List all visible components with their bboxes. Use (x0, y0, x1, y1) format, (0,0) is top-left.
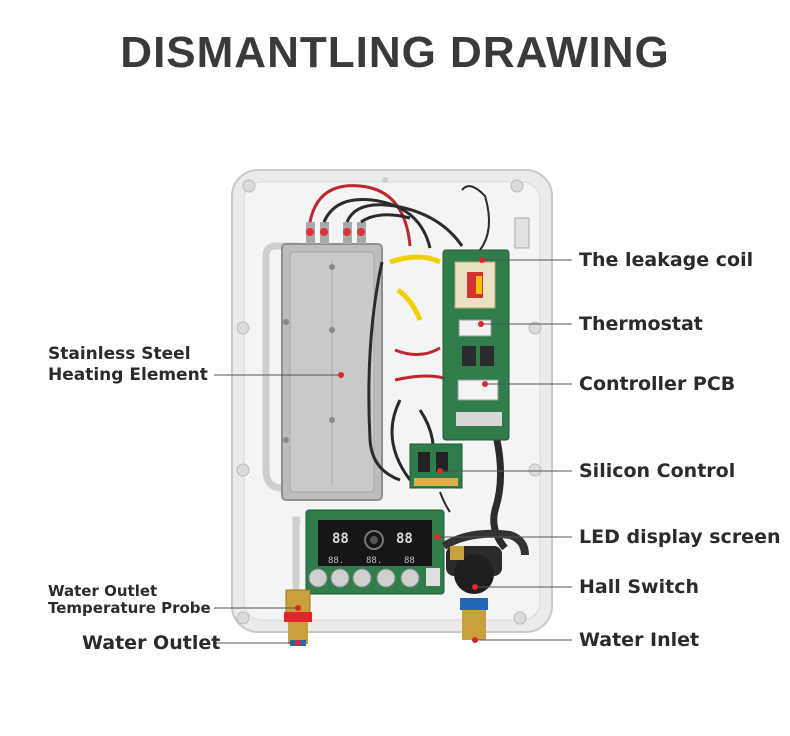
label-water-outlet: Water Outlet (82, 632, 221, 654)
label-thermostat: Thermostat (579, 313, 703, 335)
hall-switch (446, 546, 502, 594)
page-title: DISMANTLING DRAWING (120, 28, 670, 77)
display-left-digits: 88 (332, 531, 349, 547)
controller-pcb-board (442, 249, 510, 441)
heater-terminals (306, 222, 366, 244)
display-board (305, 509, 529, 595)
heating-element (281, 243, 383, 501)
display-bottom-right-digits: 88 (404, 556, 415, 566)
display-bottom-mid-digits: 88. (366, 556, 382, 566)
display-bottom-left-digits: 88. (328, 556, 344, 566)
label-silicon-control: Silicon Control (579, 460, 736, 482)
callouts (214, 257, 572, 646)
label-leakage-coil: The leakage coil (579, 249, 754, 271)
label-water-inlet: Water Inlet (579, 629, 700, 651)
label-led-display: LED display screen (579, 526, 781, 548)
label-heating-element-line2: Heating Element (48, 365, 208, 385)
label-controller-pcb: Controller PCB (579, 373, 736, 395)
water-inlet-fitting (460, 598, 488, 640)
water-outlet-fitting (284, 589, 312, 646)
label-probe-line2: Temperature Probe (48, 599, 211, 617)
label-hall-switch: Hall Switch (579, 576, 699, 598)
silicon-control-board (409, 443, 463, 489)
label-probe-line1: Water Outlet (48, 582, 158, 600)
display-right-digits: 88 (396, 531, 413, 547)
label-heating-element-line1: Stainless Steel (48, 344, 191, 364)
